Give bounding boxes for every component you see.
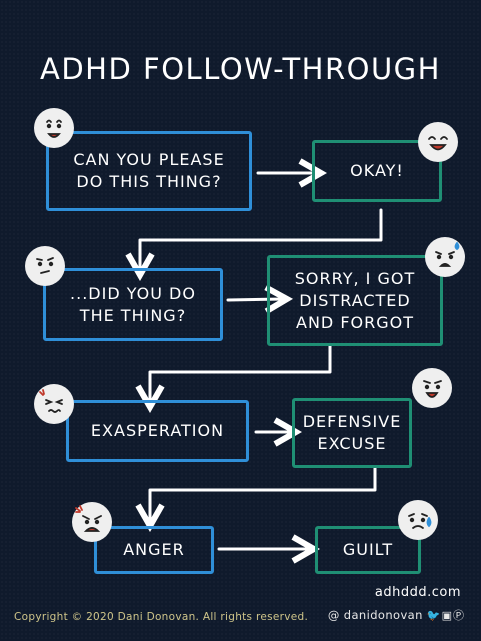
arrow-did-to-sorry bbox=[226, 299, 284, 300]
arrow-okay-to-did bbox=[140, 208, 383, 272]
diagram-title: ADHD FOLLOW-THROUGH bbox=[40, 52, 441, 86]
twitter-icon: 🐦 bbox=[426, 609, 442, 622]
face-happy-icon bbox=[418, 122, 458, 162]
social-handle: @ danidonovan 🐦▣Ⓟ bbox=[328, 607, 465, 623]
arrow-defensive-to-anger bbox=[150, 466, 377, 523]
step-guilt: GUILT bbox=[315, 526, 421, 574]
social-icons: 🐦▣Ⓟ bbox=[427, 609, 465, 622]
step-please: CAN YOU PLEASE DO THIS THING? bbox=[46, 131, 252, 211]
instagram-icon: ▣ bbox=[441, 609, 453, 622]
face-sweating-icon bbox=[425, 237, 465, 277]
step-defensive-text: DEFENSIVE EXCUSE bbox=[302, 412, 402, 453]
face-angry-icon bbox=[72, 502, 112, 542]
step-guilt-text: GUILT bbox=[342, 540, 394, 559]
step-exasperation-text: EXASPERATION bbox=[90, 421, 225, 440]
step-did-text: ...DID YOU DO THE THING? bbox=[70, 283, 196, 325]
step-sorry-text: SORRY, I GOT DISTRACTED AND FORGOT bbox=[294, 268, 416, 332]
social-handle-text: @ danidonovan bbox=[327, 608, 423, 622]
face-skeptical-icon bbox=[25, 246, 65, 286]
step-okay-text: OKAY! bbox=[350, 161, 404, 180]
step-sorry: SORRY, I GOT DISTRACTED AND FORGOT bbox=[267, 255, 443, 346]
step-anger: ANGER bbox=[94, 526, 214, 574]
pinterest-icon: Ⓟ bbox=[453, 609, 465, 622]
step-exasperation: EXASPERATION bbox=[66, 400, 249, 462]
face-annoyed-icon bbox=[34, 384, 74, 424]
step-anger-text: ANGER bbox=[123, 540, 185, 559]
step-okay: OKAY! bbox=[312, 140, 442, 202]
site-url: adhddd.com bbox=[374, 585, 461, 600]
face-defensive-icon bbox=[412, 368, 452, 408]
step-please-text: CAN YOU PLEASE DO THIS THING? bbox=[73, 150, 225, 191]
copyright-text: Copyright © 2020 Dani Donovan. All right… bbox=[14, 611, 309, 623]
step-defensive: DEFENSIVE EXCUSE bbox=[292, 398, 412, 468]
arrow-sorry-to-exasperation bbox=[150, 344, 332, 404]
face-asking-icon bbox=[34, 108, 74, 148]
face-guilty-icon bbox=[398, 500, 438, 540]
step-did: ...DID YOU DO THE THING? bbox=[43, 268, 223, 341]
